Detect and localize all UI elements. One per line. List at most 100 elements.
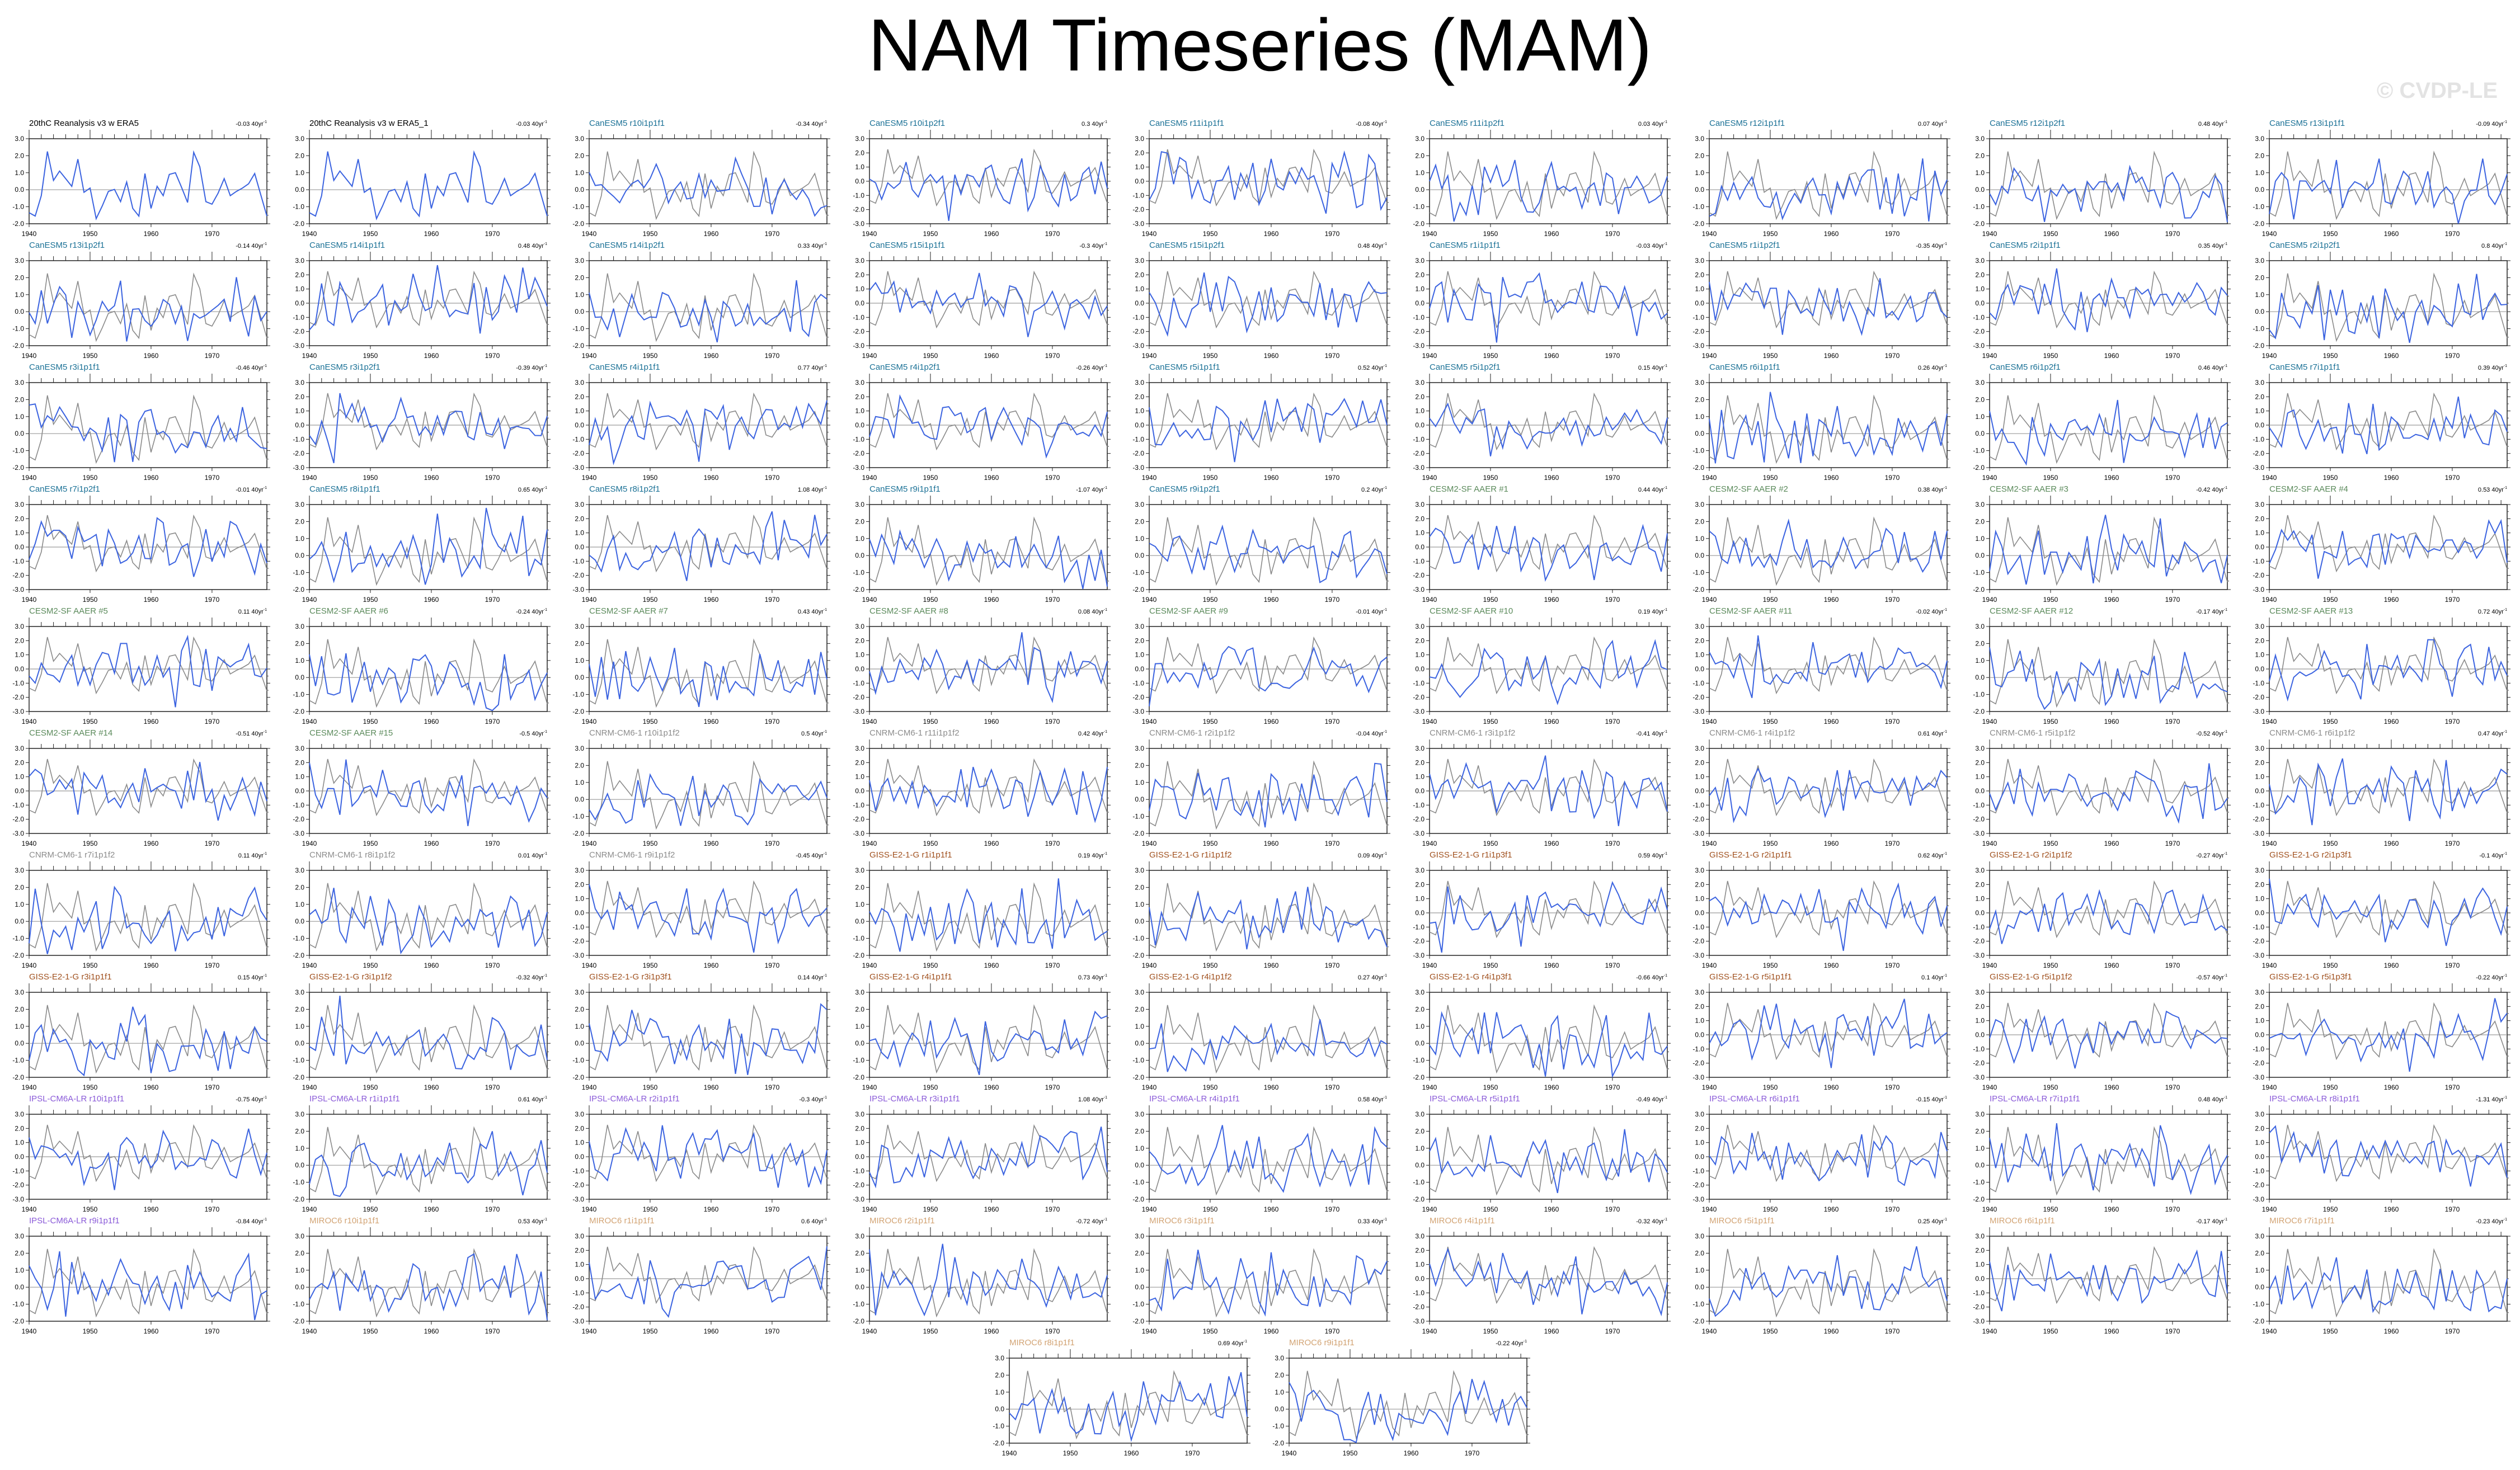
y-tick-label: 1.0	[1695, 169, 1704, 177]
y-tick-label: 1.0	[1975, 895, 1985, 903]
y-tick-label: -2.0	[2253, 694, 2264, 701]
trend-value: -0.5 40yr	[519, 731, 544, 737]
y-tick-label: -1.0	[1132, 813, 1144, 821]
y-tick-label: -1.0	[12, 203, 24, 211]
y-tick-label: 3.0	[15, 501, 24, 508]
y-tick-label: -1.0	[12, 557, 24, 565]
y-tick-label: -2.0	[1413, 1073, 1424, 1081]
trend-label: 0.72 40yr-1	[2478, 608, 2507, 615]
panel-title: CanESM5 r7i1p2f1	[29, 484, 100, 494]
y-tick-label: 2.0	[1415, 1005, 1424, 1013]
panel-title: CanESM5 r1i1p2f1	[1709, 241, 1780, 250]
trend-unit-exponent: -1	[1944, 486, 1947, 490]
panel-title: CanESM5 r12i1p2f1	[1990, 119, 2065, 128]
trend-value: 0.01 40yr	[518, 852, 543, 859]
observed-series-line	[589, 1005, 827, 1072]
y-tick-label: 0.0	[1415, 1161, 1424, 1169]
y-tick-label: 1.0	[1695, 285, 1704, 293]
trend-label: 0.35 40yr-1	[2198, 242, 2227, 249]
y-tick-label: 0.0	[855, 421, 864, 429]
trend-label: 0.2 40yr-1	[1361, 486, 1387, 493]
trend-value: -0.02 40yr	[1916, 609, 1944, 615]
panel-title: CESM2-SF AAER #13	[2269, 606, 2353, 616]
y-tick-label: 1.0	[1415, 1144, 1424, 1152]
y-tick-label: -2.0	[1413, 1195, 1424, 1203]
plot-frame	[309, 505, 547, 590]
y-tick-label: -2.0	[572, 220, 584, 228]
y-tick-label: 0.0	[1695, 1031, 1704, 1039]
y-tick-label: 2.0	[15, 515, 24, 522]
trend-label: -0.3 40yr-1	[1079, 242, 1107, 249]
trend-value: -0.32 40yr	[516, 974, 544, 981]
panel-title: CanESM5 r4i1p1f1	[589, 362, 660, 372]
y-tick-label: 2.0	[855, 517, 864, 525]
trend-unit-exponent: -1	[1384, 974, 1387, 978]
panel-title: CNRM-CM6-1 r11i1p1f2	[869, 728, 960, 738]
y-tick-label: 3.0	[295, 623, 304, 630]
y-tick-label: 0.0	[575, 186, 584, 194]
y-tick-label: 1.0	[855, 535, 864, 543]
y-tick-label: 2.0	[15, 274, 24, 281]
trend-unit-exponent: -1	[2223, 730, 2227, 734]
y-tick-label: -1.0	[1132, 313, 1144, 321]
y-tick-label: -1.0	[853, 191, 864, 199]
y-tick-label: -2.0	[1692, 816, 1704, 823]
panel-title: GISS-E2-1-G r2i1p3f1	[2269, 850, 2352, 860]
panel-title: GISS-E2-1-G r3i1p1f1	[29, 972, 112, 982]
y-tick-label: -1.0	[1132, 191, 1144, 199]
trend-label: -0.01 40yr-1	[1356, 608, 1387, 615]
y-tick-label: 0.0	[1695, 787, 1704, 795]
y-tick-label: 1.0	[1135, 651, 1144, 659]
trend-unit-exponent: -1	[1944, 608, 1947, 612]
y-tick-label: -1.0	[853, 1057, 864, 1064]
panel-title: CNRM-CM6-1 r3i1p1f2	[1430, 728, 1515, 738]
y-tick-label: 1.0	[1135, 285, 1144, 293]
y-tick-label: 1.0	[855, 773, 864, 781]
trend-unit-exponent: -1	[824, 608, 827, 612]
trend-label: -0.03 40yr-1	[236, 120, 267, 128]
series-line	[1149, 764, 1387, 827]
trend-unit-exponent: -1	[1944, 242, 1947, 246]
trend-value: -0.14 40yr	[236, 243, 264, 249]
trend-label: -0.51 40yr-1	[236, 730, 267, 737]
y-tick-label: 3.0	[295, 988, 304, 996]
trend-label: 0.46 40yr-1	[2198, 364, 2227, 371]
y-tick-label: -1.0	[572, 203, 584, 211]
y-tick-label: 0.0	[1695, 665, 1704, 673]
y-tick-label: -1.0	[1692, 923, 1704, 931]
y-tick-label: 0.0	[15, 430, 24, 437]
trend-unit-exponent: -1	[543, 730, 547, 734]
trend-value: 0.65 40yr	[518, 487, 543, 493]
y-tick-label: 1.0	[1135, 901, 1144, 908]
y-tick-label: -2.0	[1692, 328, 1704, 336]
trend-label: 0.61 40yr-1	[518, 1096, 547, 1103]
y-tick-label: 3.0	[575, 866, 584, 874]
trend-value: -0.27 40yr	[2196, 852, 2224, 859]
trend-unit-exponent: -1	[2504, 242, 2507, 246]
y-tick-label: 1.0	[1415, 285, 1424, 293]
trend-unit-exponent: -1	[264, 852, 267, 856]
y-tick-label: 3.0	[1695, 745, 1704, 752]
trend-value: -0.15 40yr	[1916, 1096, 1944, 1103]
y-tick-label: 0.0	[855, 299, 864, 307]
y-tick-label: -2.0	[1132, 951, 1144, 959]
panel-title: GISS-E2-1-G r2i1p1f2	[1990, 850, 2072, 860]
trend-unit-exponent: -1	[543, 486, 547, 490]
